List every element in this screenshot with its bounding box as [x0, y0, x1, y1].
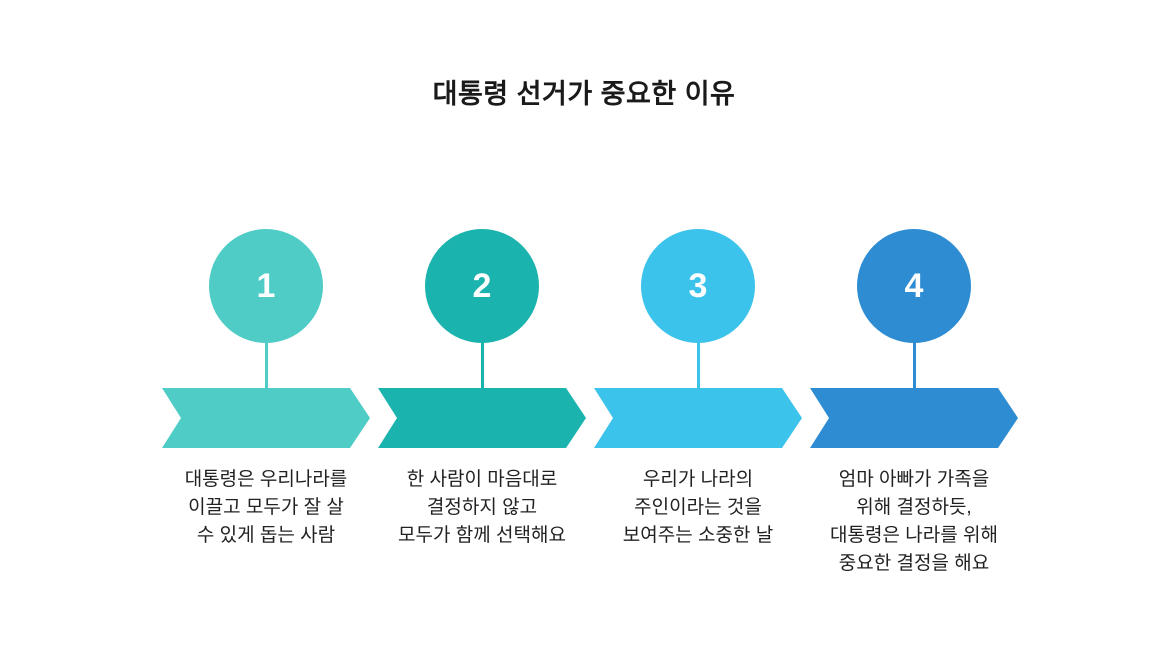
step-3-description: 우리가 나라의 주인이라는 것을 보여주는 소중한 날	[622, 469, 774, 546]
step-1: 1 대통령은 우리나라를 이끌고 모두가 잘 살 수 있게 돕는 사람	[162, 229, 370, 578]
step-1-description: 대통령은 우리나라를 이끌고 모두가 잘 살 수 있게 돕는 사람	[184, 469, 348, 546]
step-3-number: 3	[688, 267, 708, 305]
step-1-connector-line	[264, 343, 268, 388]
step-4-description: 엄마 아빠가 가족을 위해 결정하듯, 대통령은 나라를 위해 중요한 결정을 …	[830, 469, 998, 574]
step-4-number-circle: 4	[857, 229, 971, 343]
step-4: 4 엄마 아빠가 가족을 위해 결정하듯, 대통령은 나라를 위해 중요한 결정…	[810, 229, 1018, 578]
step-1-number-circle: 1	[209, 229, 323, 343]
step-3: 3 우리가 나라의 주인이라는 것을 보여주는 소중한 날	[594, 229, 802, 578]
step-3-number-circle: 3	[641, 229, 755, 343]
step-4-number: 4	[904, 267, 924, 305]
step-2-connector-line	[480, 343, 484, 388]
step-2-arrow-shape	[378, 388, 586, 448]
steps-row: 1 대통령은 우리나라를 이끌고 모두가 잘 살 수 있게 돕는 사람 2 한 …	[162, 229, 1018, 578]
step-4-connector-line	[912, 343, 916, 388]
step-4-arrow-shape	[810, 388, 1018, 448]
step-2-number-circle: 2	[425, 229, 539, 343]
step-2: 2 한 사람이 마음대로 결정하지 않고 모두가 함께 선택해요	[378, 229, 586, 578]
step-1-number: 1	[256, 267, 276, 305]
step-3-connector-line	[696, 343, 700, 388]
step-3-arrow-shape	[594, 388, 802, 448]
step-1-arrow-shape	[162, 388, 370, 448]
step-2-description: 한 사람이 마음대로 결정하지 않고 모두가 함께 선택해요	[398, 469, 566, 546]
page-title: 대통령 선거가 중요한 이유	[432, 79, 736, 109]
step-2-number: 2	[472, 267, 492, 305]
